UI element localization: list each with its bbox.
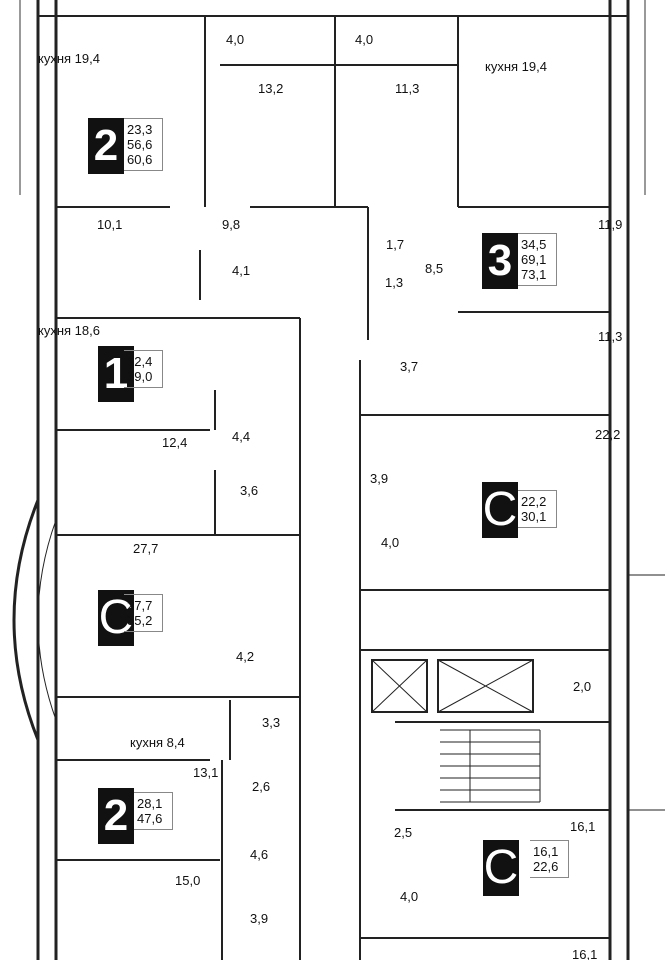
apartment-type-badge: C — [98, 590, 134, 646]
area-living: 23,3 — [127, 122, 153, 137]
room-label: 11,9 — [598, 217, 623, 232]
area-living: 27,7 — [127, 598, 153, 613]
room-label: 4,6 — [250, 847, 269, 862]
apartment-areas: 27,7 35,2 — [124, 594, 164, 632]
area-total: 39,0 — [127, 369, 153, 384]
room-label: 4,0 — [226, 32, 245, 47]
area-total: 47,6 — [137, 811, 163, 826]
room-label: 4,0 — [355, 32, 374, 47]
apartment-type-badge: C — [483, 840, 519, 896]
room-label: 1,7 — [386, 237, 405, 252]
apartment-areas: 16,1 22,6 — [530, 840, 570, 878]
room-label: 4,0 — [381, 535, 400, 550]
area-total-with-balcony: 73,1 — [521, 267, 547, 282]
apartment-areas: 23,3 56,6 60,6 — [124, 118, 164, 171]
apartment-type-badge: 3 — [482, 233, 518, 289]
apartment-type-badge: 2 — [98, 788, 134, 844]
room-label: 1,3 — [385, 275, 404, 290]
apartment-type-badge: 1 — [98, 346, 134, 402]
room-label: 11,3 — [395, 81, 420, 96]
area-total: 56,6 — [127, 137, 153, 152]
room-label: 4,1 — [232, 263, 251, 278]
room-label: 12,4 — [162, 435, 188, 450]
area-living: 16,1 — [533, 844, 559, 859]
room-label: 4,4 — [232, 429, 251, 444]
room-label: кухня 18,6 — [38, 323, 100, 338]
room-label: 2,0 — [573, 679, 592, 694]
area-living: 28,1 — [137, 796, 163, 811]
room-label: 16,1 — [570, 819, 596, 834]
room-label: 3,6 — [240, 483, 259, 498]
area-living: 34,5 — [521, 237, 547, 252]
area-living: 22,2 — [521, 494, 547, 509]
room-label: 16,1 — [572, 947, 598, 960]
room-label: 22,2 — [595, 427, 621, 442]
area-total: 30,1 — [521, 509, 547, 524]
apartment-type-badge: 2 — [88, 118, 124, 174]
apartment-areas: 34,5 69,1 73,1 — [518, 233, 558, 286]
room-label: 2,5 — [394, 825, 413, 840]
room-label: 13,1 — [193, 765, 219, 780]
room-label: 3,9 — [370, 471, 389, 486]
room-label: 11,3 — [598, 329, 623, 344]
room-label: 9,8 — [222, 217, 241, 232]
apartment-type-badge: C — [482, 482, 518, 538]
room-label: кухня 8,4 — [130, 735, 185, 750]
room-label: 3,9 — [250, 911, 269, 926]
room-label: кухня 19,4 — [38, 51, 100, 66]
area-total: 22,6 — [533, 859, 559, 874]
room-label: 2,6 — [252, 779, 271, 794]
room-label: 4,2 — [236, 649, 255, 664]
room-label: 4,0 — [400, 889, 419, 904]
room-label: 10,1 — [97, 217, 123, 232]
area-living: 12,4 — [127, 354, 153, 369]
apartment-areas: 12,4 39,0 — [124, 350, 164, 388]
room-label: 8,5 — [425, 261, 444, 276]
area-total-with-balcony: 60,6 — [127, 152, 153, 167]
room-label: 15,0 — [175, 873, 201, 888]
room-label: 13,2 — [258, 81, 284, 96]
apartment-areas: 22,2 30,1 — [518, 490, 558, 528]
area-total: 35,2 — [127, 613, 153, 628]
room-label: 27,7 — [133, 541, 159, 556]
apartment-areas: 28,1 47,6 — [134, 792, 174, 830]
room-label: 3,7 — [400, 359, 419, 374]
room-label: кухня 19,4 — [485, 59, 547, 74]
room-label: 3,3 — [262, 715, 281, 730]
area-total: 69,1 — [521, 252, 547, 267]
